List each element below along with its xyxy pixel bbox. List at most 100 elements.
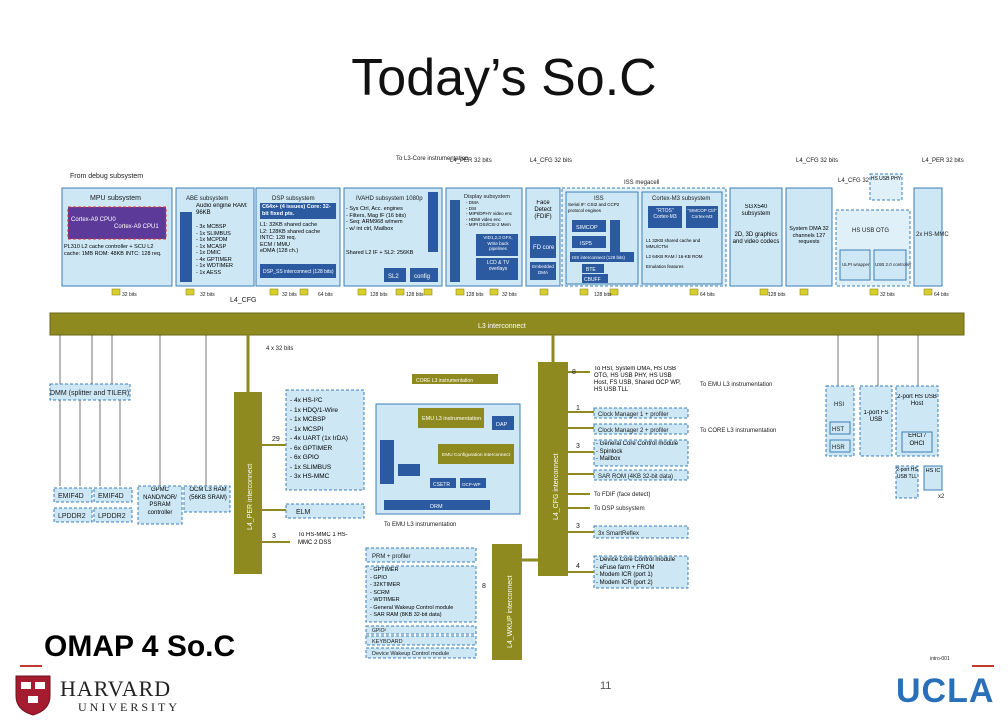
iss-simcop: SIMCOP — [576, 225, 598, 231]
cfg-fdif: To FDIF (face detect) — [594, 492, 650, 498]
per-peripherals: - 4x HS-I²C - 1x HDQ/1-Wire - 1x MCBSP -… — [262, 389, 365, 546]
ivahd-mem: Shared L2 IF + SL2: 256KB — [346, 250, 414, 256]
mpu-cpu1: Cortex-A9 CPU1 — [114, 224, 159, 230]
right-hsusbhost: 2-port HS USB Host — [897, 394, 937, 407]
ivahd-title: IVAHD subsystem 1080p — [356, 196, 423, 202]
label-l4-per-top: L4_PER 32 bits — [450, 158, 492, 164]
bits-label: 32 bits — [282, 292, 297, 298]
svg-text:4: 4 — [576, 563, 580, 570]
iss-isp5: ISP5 — [580, 241, 592, 247]
iss-serial: Serial IF: CSI2 and CCP2 protocol engine… — [568, 202, 620, 213]
emif4d-1: EMIF4D — [58, 493, 84, 500]
cfg-dsp: To DSP subsystem — [594, 506, 645, 512]
footer-line-right — [972, 665, 994, 667]
bits-label: 128 bits — [594, 292, 612, 298]
iss-cbuff: CBUFF — [584, 277, 601, 283]
l4-wkup-label: L4_WKUP interconnect — [507, 575, 514, 648]
cfg-hsi-list: To HSI, System DMA, HS USB OTG, HS USB P… — [594, 366, 681, 393]
hsmmc-title: 2x HS-MMC — [916, 232, 949, 238]
l4-per-label: L4_PER interconnect — [247, 464, 254, 530]
drm-label: DRM — [430, 504, 443, 510]
abe-list: - 3x MCBSP - 1x SLIMBUS - 1x MCPDM - 1x … — [196, 224, 233, 276]
face-dma: Embedded DMA — [532, 264, 554, 275]
cfg-device: - Device Core Control module - eFuse far… — [596, 557, 676, 586]
abe-title: ABE subsystem — [186, 196, 228, 202]
dap-label: DAP — [496, 422, 508, 428]
emu-l3-label: EMU L3 instrumentation — [422, 416, 481, 422]
emif4d-2: EMIF4D — [98, 493, 124, 500]
svg-text:8: 8 — [482, 583, 486, 590]
ivahd-subsystem: IVAHD subsystem 1080p - Sys Ctrl, Acc. e… — [343, 187, 443, 287]
core-l3-instr: CORE L3 instrumentation — [416, 378, 473, 384]
cfg-smartreflex: 3x SmartReflex — [598, 531, 639, 537]
label-to-l3-core: To L3-Core instrumentation — [396, 156, 468, 162]
to-core-l3-label: To CORE L3 instrumentation — [700, 428, 776, 434]
hsusb-phy: HS USB PHY — [870, 176, 902, 182]
hsusb-usb2: USB 2.0 controller — [875, 262, 912, 267]
abe-audio: Audio engine RAM: 96KB — [196, 203, 248, 216]
page-number: 11 — [600, 680, 612, 692]
svg-text:8: 8 — [572, 369, 576, 376]
footer-line-left — [20, 665, 42, 667]
mpu-title: MPU subsystem — [90, 195, 141, 202]
ivahd-features: - Sys Ctrl, Acc. engines - Filters, Mag … — [346, 206, 406, 232]
right-tll: 2-port HS USB TLL — [896, 467, 918, 480]
lpddr2-1: LPDDR2 — [58, 513, 86, 520]
cortexm3-emu: Emulation features — [646, 264, 684, 269]
wkup-keyboard: KEYBOARD — [372, 639, 403, 645]
display-gfx: VID1,2,3 GFX, Write back pipelines — [483, 235, 513, 251]
right-hst: HST — [832, 427, 844, 433]
l4-wkup-interconnect: L4_WKUP interconnect PRM + profiler - GP… — [365, 544, 522, 660]
system-dma: System DMA 32 channels 127 requests — [785, 187, 833, 287]
dmm-title: DMM (splitter and TILER) — [50, 390, 129, 397]
face-title: Face Detect (FDIF) — [534, 200, 552, 220]
ucla-logo: UCLA — [896, 672, 995, 710]
harvard-shield-icon — [15, 675, 51, 716]
ocm-block: OCM L3 RAM (56KB SRAM) — [189, 487, 227, 501]
l4-per-interconnect: L4_PER interconnect 4 x 32 bits — [234, 335, 293, 574]
svg-text:3: 3 — [272, 533, 276, 540]
svg-text:29: 29 — [272, 436, 280, 443]
lpddr2-2: LPDDR2 — [98, 513, 126, 520]
x2-label: x2 — [938, 494, 945, 500]
per-list: - 4x HS-I²C - 1x HDQ/1-Wire - 1x MCBSP -… — [290, 397, 348, 480]
hsusb-ulpi: ULPI wrapper — [842, 262, 870, 267]
label-l4-cfg-top: L4_CFG 32 bits — [530, 158, 572, 164]
cfg-clock1: Clock Manager 1 + profiler — [598, 412, 669, 418]
display-subsystem: Display subsystem - DMA - DSI - MIPI/DPH… — [445, 187, 523, 287]
harvard-logo: HARVARD UNIVERSITY — [14, 674, 204, 718]
hs-usb-block: HS USB PHY HS USB OTG ULPI wrapper USB 2… — [835, 173, 912, 287]
to-emu-l3-label-2: To EMU L3 instrumentation — [700, 382, 772, 388]
dsp-mem: L1: 32KB shared cache L2: 128KB shared c… — [260, 222, 321, 254]
svg-text:3: 3 — [576, 443, 580, 450]
dsp-subsystem: DSP subsystem C64x+ (4 issues) Core: 32-… — [255, 187, 341, 287]
label-l4-per-right: L4_PER 32 bits — [922, 158, 964, 164]
label-l4-cfg-mid: L4_CFG — [230, 297, 256, 304]
bits-label: 64 bits — [700, 292, 715, 298]
l4-cfg-targets: To HSI, System DMA, HS USB OTG, HS USB P… — [568, 366, 776, 589]
l3-interconnect-bus: L3 interconnect — [49, 312, 965, 336]
l3-interconnect-label: L3 interconnect — [478, 323, 526, 330]
sdma-title: System DMA 32 channels 127 requests — [789, 226, 829, 245]
iss-title: ISS — [594, 196, 604, 202]
emu-config-label: EMU Configuration interconnect — [442, 452, 511, 458]
face-fd: FD core — [533, 245, 555, 251]
abe-subsystem: ABE subsystem Audio engine RAM: 96KB - 3… — [175, 187, 255, 287]
right-hsr: HSR — [832, 445, 845, 451]
cfg-sar: SAR ROM (4KB 32-bit data) — [598, 474, 673, 480]
bits-label: 64 bits — [318, 292, 333, 298]
dsp-core: C64x+ (4 issues) Core: 32-bit fixed pts. — [262, 204, 331, 217]
cortexm3-simcop: "SIMCOP Ctrl" Cortex-M3 — [687, 208, 717, 219]
l4-cfg-label: L4_CFG interconnect — [553, 453, 560, 520]
bits-label: 128 bits — [466, 292, 484, 298]
harvard-name: HARVARD — [60, 676, 172, 701]
wkup-device: Device Wakeup Control module — [372, 651, 449, 657]
elm-block: ELM — [296, 509, 311, 516]
dsp-title: DSP subsystem — [272, 196, 315, 202]
label-l4-cfg-right2: L4_CFG 32 bits — [838, 178, 880, 184]
bits-label: 32 bits — [502, 292, 517, 298]
bits-label: 32 bits — [880, 292, 895, 298]
l4-cfg-interconnect: L4_CFG interconnect — [522, 335, 568, 576]
bits-label: 128 bits — [768, 292, 786, 298]
